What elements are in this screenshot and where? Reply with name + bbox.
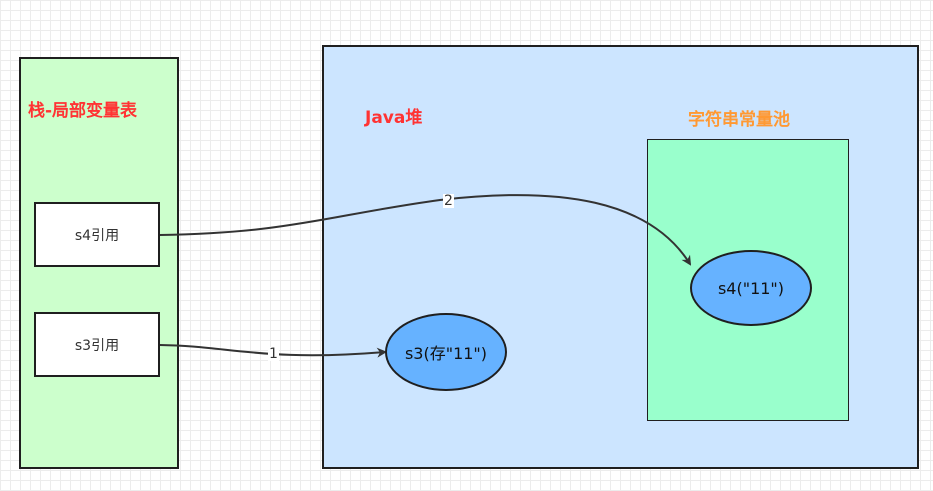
edge-s3-arrow: [159, 344, 387, 358]
stack-title: 栈-局部变量表: [28, 101, 138, 121]
s3-reference-label: s3引用: [74, 337, 120, 354]
s4-object-node: s4("11"): [690, 250, 812, 326]
s4-reference-box: s4引用: [34, 202, 160, 267]
edge-label-1: 1: [268, 346, 279, 362]
s3-object-node: s3(存"11"): [385, 313, 507, 391]
heap-title: Java堆: [365, 108, 423, 128]
edge-s4-arrow: [159, 194, 692, 266]
s3-reference-box: s3引用: [34, 312, 160, 377]
s3-object-label: s3(存"11"): [404, 344, 488, 363]
edge-label-2: 2: [443, 193, 454, 209]
s4-reference-label: s4引用: [74, 227, 120, 244]
s4-object-label: s4("11"): [717, 278, 785, 298]
pool-title: 字符串常量池: [688, 110, 790, 130]
